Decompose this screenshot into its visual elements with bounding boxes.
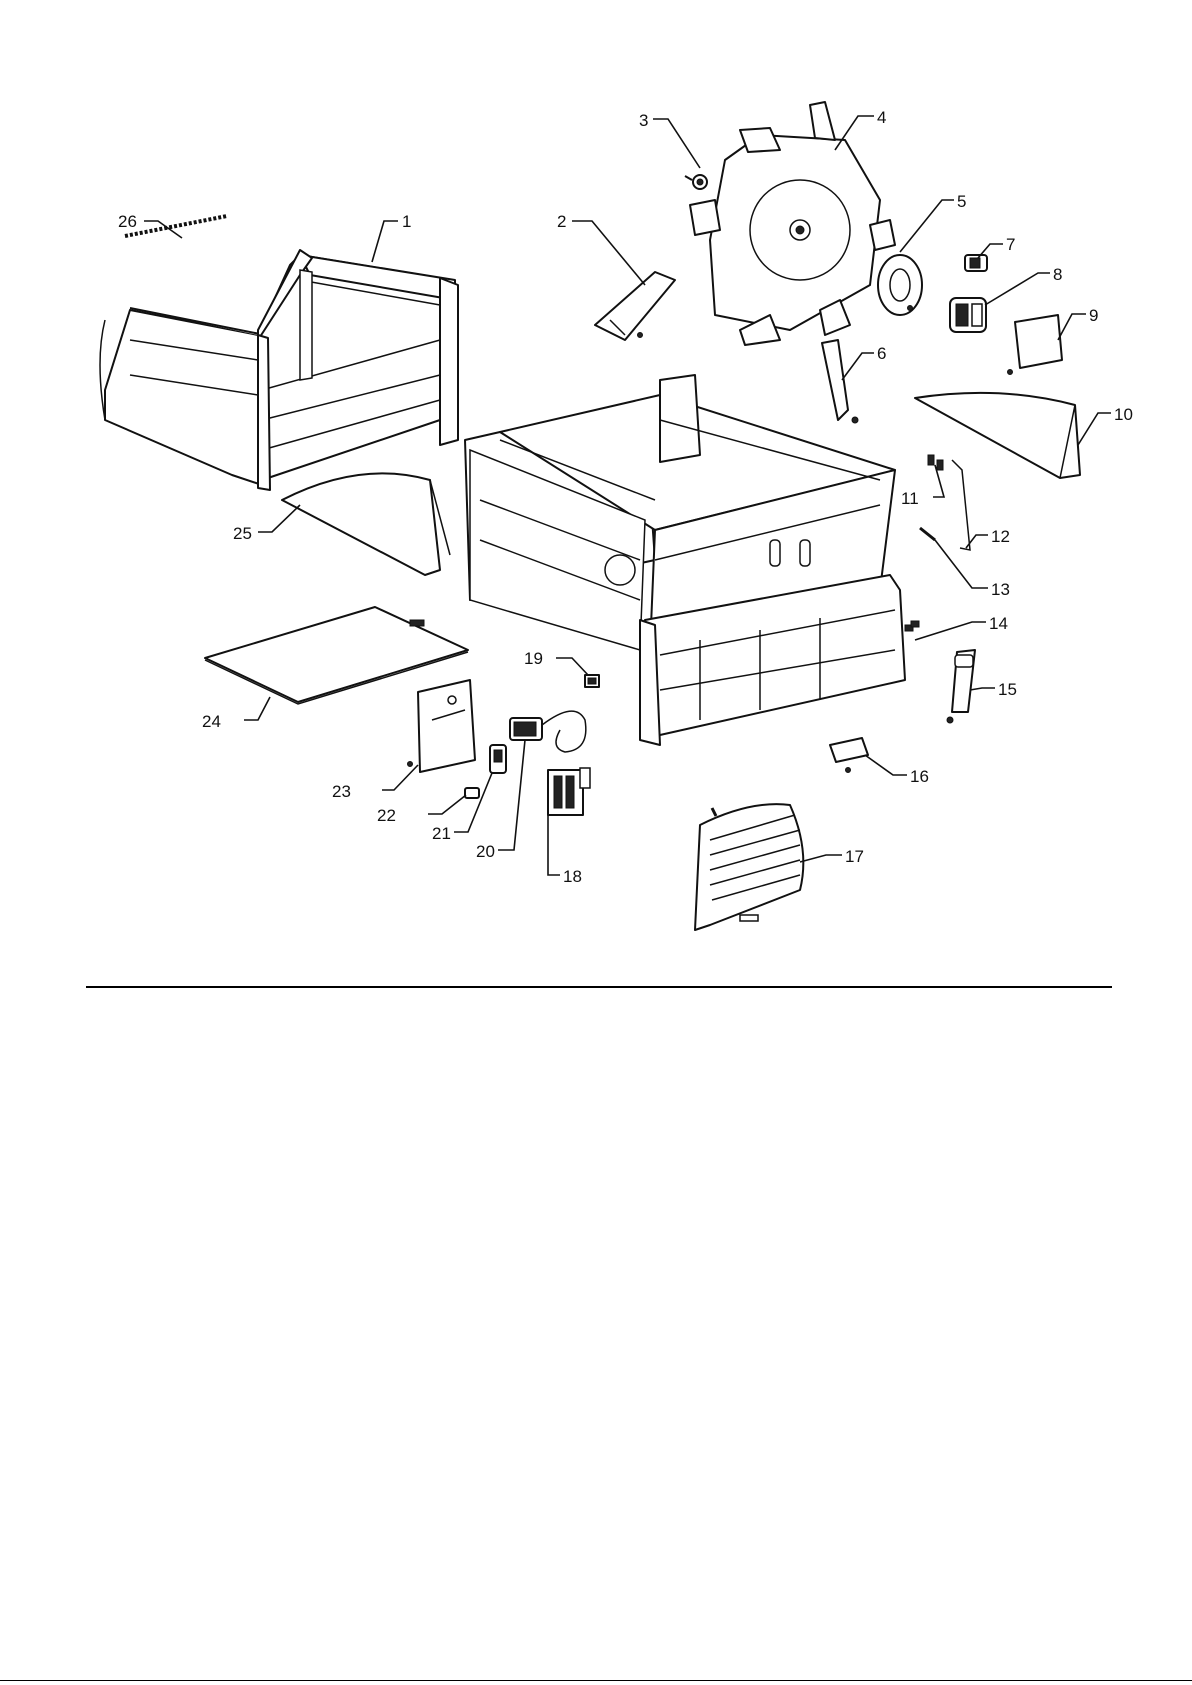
part-18-valve-block <box>548 768 590 815</box>
callout-25: 25 <box>233 524 252 543</box>
bottom-rule <box>0 1680 1192 1681</box>
part-5-flange <box>878 255 922 315</box>
leader-6 <box>842 353 874 380</box>
part-25-curved-plate <box>282 473 450 575</box>
part-16-plate <box>830 738 868 773</box>
part-3-bearing <box>685 175 707 189</box>
leader-5 <box>900 200 954 252</box>
leader-19 <box>556 658 588 675</box>
leader-10 <box>1078 413 1111 445</box>
leader-1 <box>372 221 398 262</box>
callout-11: 11 <box>901 489 919 508</box>
callout-7: 7 <box>1006 235 1015 254</box>
part-17-guard <box>695 804 803 930</box>
part-23-bracket <box>408 680 476 772</box>
exploded-parts-diagram: 1 2 3 4 5 6 7 8 9 10 11 12 13 14 15 16 1… <box>0 0 1192 980</box>
part-14-fasteners <box>905 621 919 631</box>
leader-8 <box>985 273 1050 305</box>
part-2-deflector <box>595 272 675 340</box>
callout-5: 5 <box>957 192 966 211</box>
callout-6: 6 <box>877 344 886 363</box>
callout-13: 13 <box>991 580 1010 599</box>
callout-24: 24 <box>202 712 221 731</box>
leader-2 <box>572 221 645 285</box>
callout-10: 10 <box>1114 405 1133 424</box>
callout-9: 9 <box>1089 306 1098 325</box>
part-15-cylinder <box>947 650 975 723</box>
part-6-shield <box>822 340 858 423</box>
leader-25 <box>258 505 300 532</box>
callout-20: 20 <box>476 842 495 861</box>
leader-15 <box>970 688 995 690</box>
leader-17 <box>800 855 842 862</box>
callout-26: 26 <box>118 212 137 231</box>
part-19-block <box>585 675 599 687</box>
part-8-gearbox <box>950 298 986 332</box>
main-frame <box>465 375 905 745</box>
callout-18: 18 <box>563 867 582 886</box>
callout-19: 19 <box>524 649 543 668</box>
callout-23: 23 <box>332 782 351 801</box>
part-22-clip <box>465 788 479 798</box>
part-12-rod <box>952 460 970 550</box>
part-1-hopper <box>100 250 458 490</box>
part-7-motor <box>965 255 987 271</box>
part-21-switch <box>490 745 506 773</box>
leader-24 <box>244 697 270 720</box>
leader-14 <box>915 622 986 640</box>
horizontal-rule <box>86 986 1112 988</box>
callout-22: 22 <box>377 806 396 825</box>
leader-9 <box>1058 314 1086 340</box>
part-4-impeller <box>690 102 895 345</box>
callout-1: 1 <box>402 212 411 231</box>
callout-15: 15 <box>998 680 1017 699</box>
callout-3: 3 <box>639 111 648 130</box>
leader-3 <box>653 119 700 168</box>
part-13-bolt <box>920 528 935 540</box>
leader-13 <box>935 540 988 588</box>
callout-17: 17 <box>845 847 864 866</box>
leader-23 <box>382 765 418 790</box>
callout-21: 21 <box>432 824 451 843</box>
part-20-control-box <box>510 711 586 752</box>
leader-16 <box>865 755 907 775</box>
callout-4: 4 <box>877 108 886 127</box>
leader-21 <box>454 773 492 832</box>
part-9-cover <box>1008 315 1063 375</box>
callout-12: 12 <box>991 527 1010 546</box>
leader-18 <box>548 815 560 875</box>
callout-2: 2 <box>557 212 566 231</box>
callout-8: 8 <box>1053 265 1062 284</box>
leader-22 <box>428 795 466 814</box>
callout-14: 14 <box>989 614 1008 633</box>
callout-16: 16 <box>910 767 929 786</box>
